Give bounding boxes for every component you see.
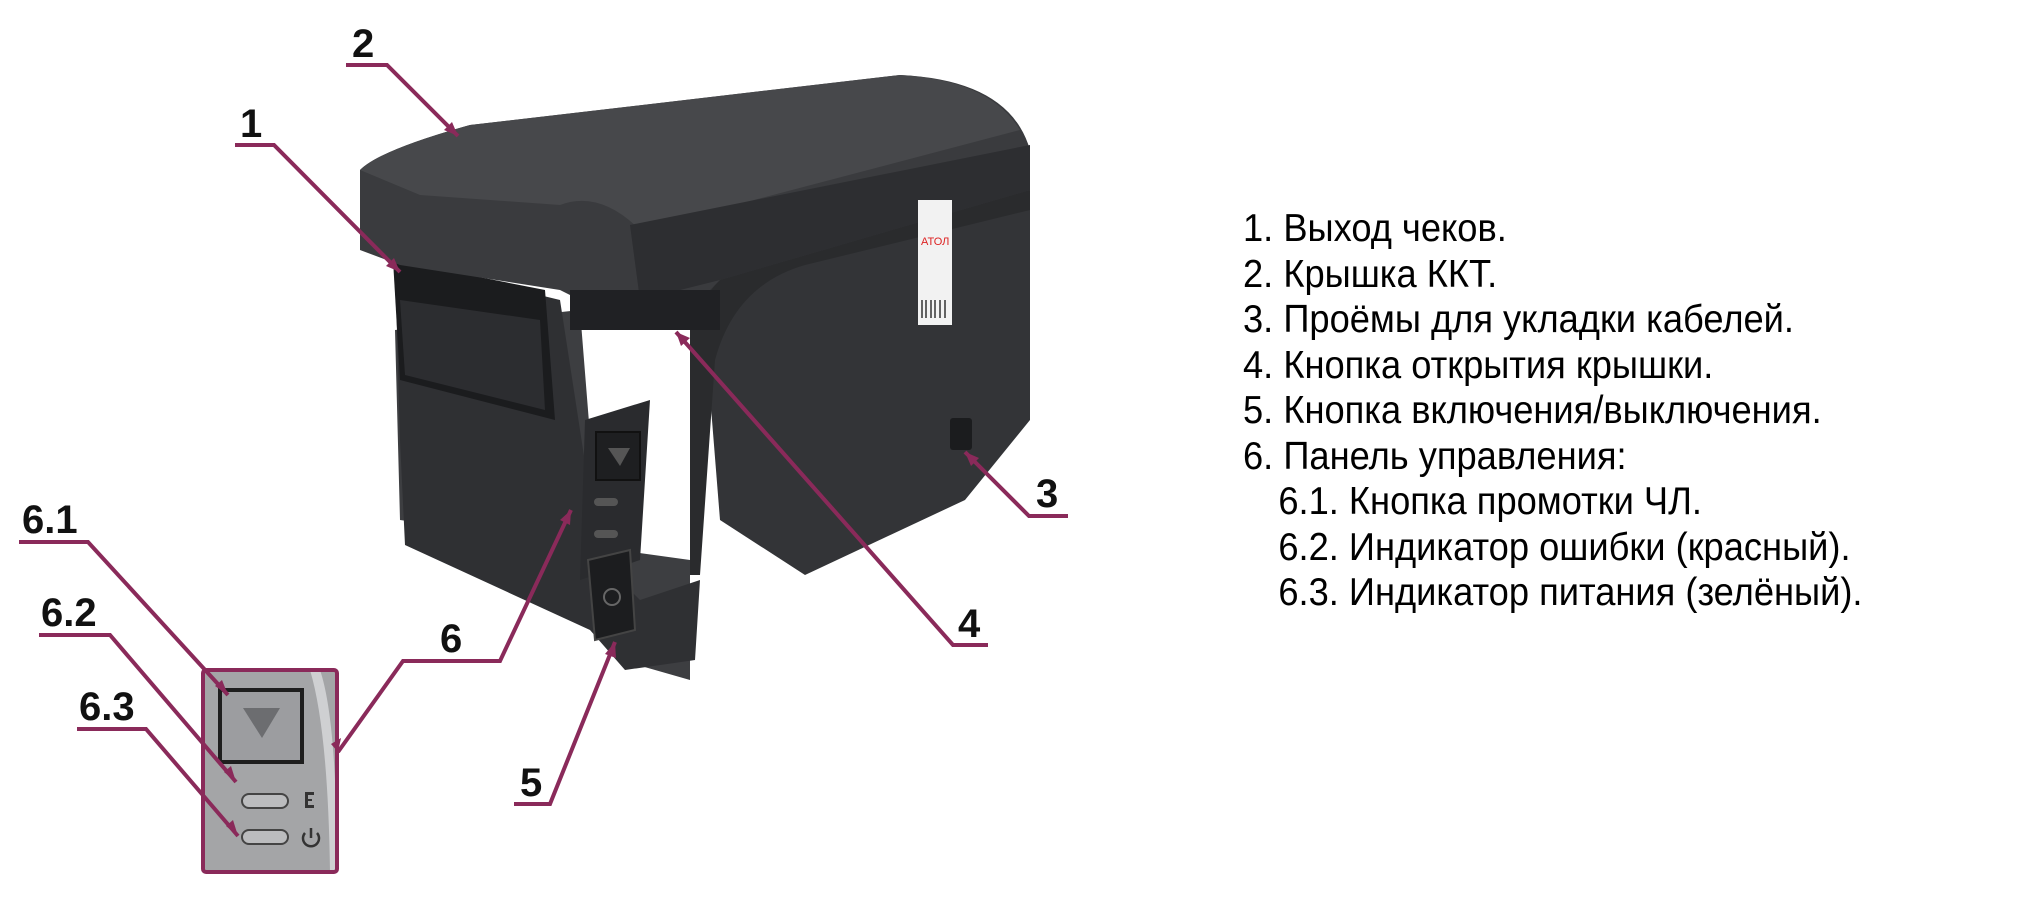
inset-feed-arrow-icon	[243, 708, 280, 738]
leader-4	[674, 330, 988, 647]
receipt-exit-inner	[400, 300, 545, 410]
leader-6-1	[19, 540, 230, 697]
cable-slot	[950, 418, 972, 450]
legend-item: 5. Кнопка включения/выключения.	[1243, 389, 1822, 432]
leader-6-3	[77, 727, 240, 838]
inset-error-e-icon	[305, 792, 314, 808]
legend-item: 6. Панель управления:	[1243, 434, 1627, 478]
legend-subitem: 6.2. Индикатор ошибки (красный).	[1278, 525, 1851, 569]
power-button	[586, 548, 637, 642]
leader-5	[514, 641, 617, 806]
leader-6-2	[39, 633, 238, 784]
leader-2	[346, 63, 460, 138]
inset-frame	[201, 668, 339, 874]
sticker-barcode	[921, 300, 946, 318]
callout-2: 2	[352, 22, 375, 66]
error-led	[594, 498, 618, 506]
legend-item: 3. Проёмы для укладки кабелей.	[1243, 298, 1794, 341]
leader-lines	[19, 63, 1068, 838]
inset-power-icon	[301, 828, 321, 848]
control-panel-inset	[201, 668, 339, 874]
callout-6: 6	[440, 617, 463, 661]
legend-subitem: 6.3. Индикатор питания (зелёный).	[1278, 571, 1863, 614]
callout-1: 1	[240, 102, 263, 146]
legend-item: 1. Выход чеков.	[1243, 207, 1507, 250]
legend-subitem: 6.1. Кнопка промотки ЧЛ.	[1278, 480, 1702, 523]
leader-3	[963, 450, 1068, 518]
power-icon	[603, 588, 621, 606]
inset-power-led	[241, 829, 289, 845]
cover-open-button	[570, 290, 720, 330]
inset-error-led	[241, 793, 289, 809]
callout-5: 5	[520, 761, 543, 805]
legend-item: 2. Крышка ККТ.	[1243, 252, 1498, 296]
printer-photo: АТОЛ	[360, 75, 1030, 680]
callout-6-1: 6.1	[22, 498, 78, 542]
leader-arrowheads	[215, 122, 979, 836]
feed-arrow-icon	[608, 448, 630, 466]
printer-cover-front-lip	[630, 145, 1030, 300]
leader-1	[235, 143, 402, 274]
callout-4: 4	[958, 602, 981, 646]
leader-6	[336, 509, 573, 754]
sticker-logo: АТОЛ	[921, 236, 949, 248]
power-led	[594, 530, 618, 538]
printer-cover-top	[360, 75, 1020, 230]
legend-list: 1. Выход чеков. 2. Крышка ККТ. 3. Проёмы…	[1243, 206, 1909, 616]
legend-item: 4. Кнопка открытия крышки.	[1243, 343, 1714, 387]
callout-6-2: 6.2	[41, 591, 97, 635]
callout-3: 3	[1036, 472, 1059, 516]
callout-6-3: 6.3	[79, 685, 135, 729]
